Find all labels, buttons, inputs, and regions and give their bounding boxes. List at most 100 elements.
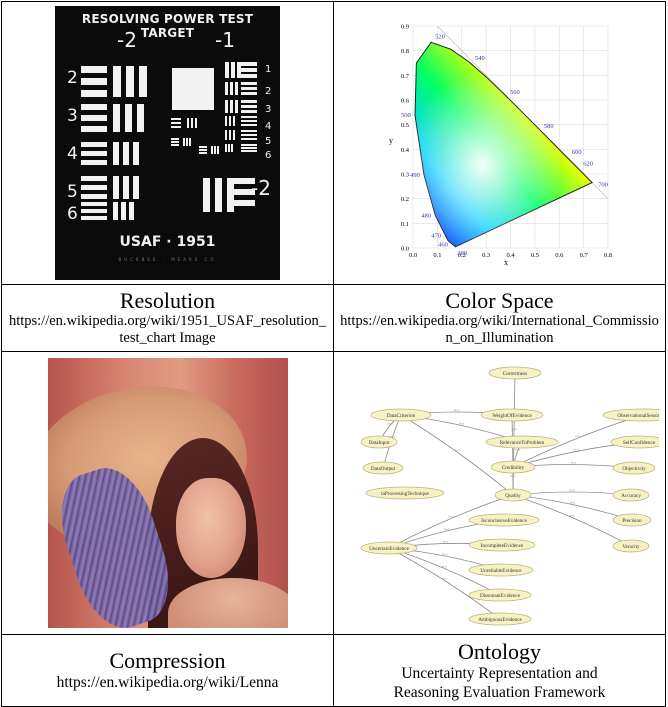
usaf-horizontal-bar — [81, 160, 107, 165]
color-space-title: Color Space — [445, 288, 554, 313]
usaf-horizontal-bar — [233, 178, 255, 184]
cie-y-tick-label: 0.7 — [400, 73, 409, 80]
ontology-node-label: UnreliableEvidence — [480, 568, 522, 574]
ontology-node-ellipse — [610, 435, 659, 449]
usaf-horizontal-bar — [81, 202, 107, 206]
usaf-element-number: 5 — [67, 182, 78, 202]
usaf-vertical-bar — [187, 118, 189, 128]
ontology-node: SelfConfidence — [610, 435, 659, 449]
usaf-vertical-bar — [126, 66, 134, 97]
cie-wavelength-label: 480 — [421, 212, 431, 219]
ontology-node: AmbiguousEvidence — [468, 612, 531, 626]
ontology-node: UnreliableEvidence — [468, 563, 533, 577]
ontology-edge — [388, 547, 500, 620]
ontology-title: Ontology — [457, 638, 542, 664]
cie-white-point-glow — [414, 42, 592, 247]
usaf-horizontal-bar — [81, 209, 107, 213]
usaf-element-number: 2 — [265, 86, 272, 97]
ontology-edge-label: is-a — [514, 448, 520, 452]
cie-y-tick-label: 0.3 — [400, 172, 408, 179]
ontology-node: taProcessingTechnique — [365, 486, 444, 500]
ontology-edge-label: is-a — [441, 577, 447, 581]
usaf-horizontal-bar — [241, 120, 257, 122]
ontology-node: Quality — [494, 488, 531, 502]
usaf-vertical-bar — [233, 130, 235, 140]
cie-y-axis-label: y — [389, 136, 393, 145]
usaf-horizontal-bar — [81, 142, 107, 147]
usaf-vertical-bar — [235, 100, 238, 113]
ontology-subtitle: Uncertainty Representation and Reasoning… — [393, 664, 606, 701]
usaf-vertical-bar — [113, 66, 121, 97]
usaf-vertical-bar — [225, 100, 228, 113]
ontology-node-ellipse — [468, 513, 539, 527]
usaf-horizontal-bar — [81, 151, 107, 156]
usaf-vertical-bar — [137, 104, 144, 132]
ontology-node-ellipse — [365, 486, 444, 500]
ontology-edge — [512, 494, 631, 547]
usaf-element-number: 1 — [265, 64, 272, 75]
usaf-horizontal-bar — [199, 146, 207, 148]
resolution-caption-cell: Resolution https://en.wikipedia.org/wiki… — [1, 284, 334, 352]
ontology-node-label: IncompleteEvidence — [480, 543, 523, 549]
ontology-node-label: Correctness — [502, 371, 527, 377]
usaf-horizontal-bar — [199, 149, 207, 151]
usaf-horizontal-bar — [241, 150, 257, 152]
ontology-node: InconclusiveEvidence — [468, 513, 539, 527]
ontology-edge-label: is-a — [573, 448, 579, 452]
ontology-edge — [512, 372, 515, 496]
usaf-vertical-bar — [237, 62, 241, 78]
cie-y-tick-label: 0.0 — [400, 246, 408, 253]
usaf-vertical-bar — [225, 130, 227, 140]
cie-y-tick-label: 0.9 — [400, 24, 408, 31]
usaf-element-number: 3 — [67, 106, 78, 126]
ontology-node-label: DataInput — [368, 440, 389, 446]
usaf-vertical-bar — [203, 178, 210, 212]
cie-x-tick-label: 0.5 — [530, 252, 538, 259]
usaf-horizontal-bar — [233, 189, 255, 195]
lenna-face — [175, 478, 246, 578]
ontology-node-label: Credibility — [501, 465, 524, 471]
usaf-horizontal-bar — [241, 138, 257, 140]
usaf-horizontal-bar — [241, 124, 257, 126]
usaf-vertical-bar — [228, 144, 230, 152]
ontology-edge — [400, 414, 513, 496]
usaf-horizontal-bar — [241, 105, 257, 108]
usaf-element-number: 4 — [265, 121, 272, 132]
ontology-edge-label: is-a — [453, 408, 459, 412]
cie-wavelength-label: 520 — [435, 33, 445, 40]
cie-wavelength-label: 460 — [438, 242, 448, 249]
cie-wavelength-label: 580 — [543, 123, 553, 130]
usaf-vertical-bar — [113, 104, 120, 132]
ontology-node-ellipse — [612, 539, 649, 553]
ontology-edge-label: is-a — [569, 514, 575, 518]
usaf-horizontal-bar — [81, 78, 107, 85]
cie-wavelength-label: 470 — [431, 233, 441, 240]
resolution-url: https://en.wikipedia.org/wiki/1951_USAF_… — [8, 313, 327, 346]
usaf-horizontal-bar — [241, 87, 257, 90]
usaf-resolution-target-image: RESOLVING POWER TEST TARGET -2 -1 2 3 4 … — [55, 6, 280, 280]
ontology-edge — [388, 494, 513, 549]
usaf-vertical-bar — [233, 116, 235, 126]
usaf-horizontal-bar — [81, 90, 107, 97]
usaf-element-number: 3 — [265, 104, 272, 115]
ontology-node-ellipse — [494, 488, 531, 502]
ontology-node-label: AmbiguousEvidence — [478, 617, 522, 623]
color-space-caption-cell: Color Space https://en.wikipedia.org/wik… — [333, 284, 666, 352]
resolution-title: Resolution — [119, 288, 216, 313]
compression-image-cell — [1, 351, 334, 635]
lenna-photo — [47, 358, 288, 628]
usaf-vertical-bar — [231, 144, 233, 152]
usaf-horizontal-bar — [171, 122, 181, 124]
usaf-footer-label: USAF · 1951 — [119, 234, 216, 250]
ontology-edge-label: is-a — [441, 565, 447, 569]
ontology-node-label: Precision — [622, 518, 642, 524]
color-space-url: https://en.wikipedia.org/wiki/Internatio… — [340, 313, 659, 346]
ontology-node-ellipse — [602, 408, 659, 422]
cie-wavelength-label: 490 — [410, 172, 420, 179]
ontology-node-ellipse — [612, 461, 655, 475]
cie-x-tick-label: 0.7 — [579, 252, 588, 259]
cie-wavelength-label: 380 — [457, 250, 467, 257]
usaf-horizontal-bar — [241, 116, 257, 118]
